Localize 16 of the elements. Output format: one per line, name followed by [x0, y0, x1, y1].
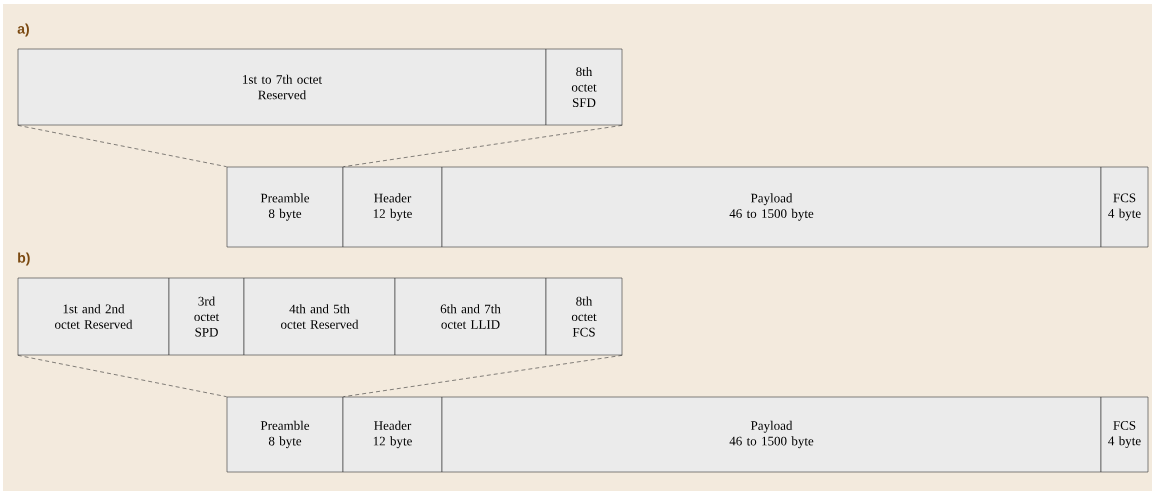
zoom-line — [343, 355, 623, 397]
field-box: Preamble 8 byte — [226, 396, 344, 473]
field-box: 1st and 2nd octet Reserved — [17, 277, 170, 356]
field-box: 8th octet FCS — [545, 277, 623, 356]
field-box: 3rd octet SPD — [168, 277, 245, 356]
field-box: 4th and 5th octet Reserved — [243, 277, 396, 356]
field-box: Header 12 byte — [342, 396, 443, 473]
field-box: 8th octet SFD — [545, 48, 623, 126]
zoom-line — [17, 355, 227, 397]
field-box: 6th and 7th octet LLID — [394, 277, 547, 356]
field-box: FCS 4 byte — [1100, 396, 1149, 473]
field-box: FCS 4 byte — [1100, 166, 1149, 248]
zoom-line — [17, 125, 227, 167]
zoom-line — [343, 125, 623, 167]
field-box: Header 12 byte — [342, 166, 443, 248]
field-box: Preamble 8 byte — [226, 166, 344, 248]
